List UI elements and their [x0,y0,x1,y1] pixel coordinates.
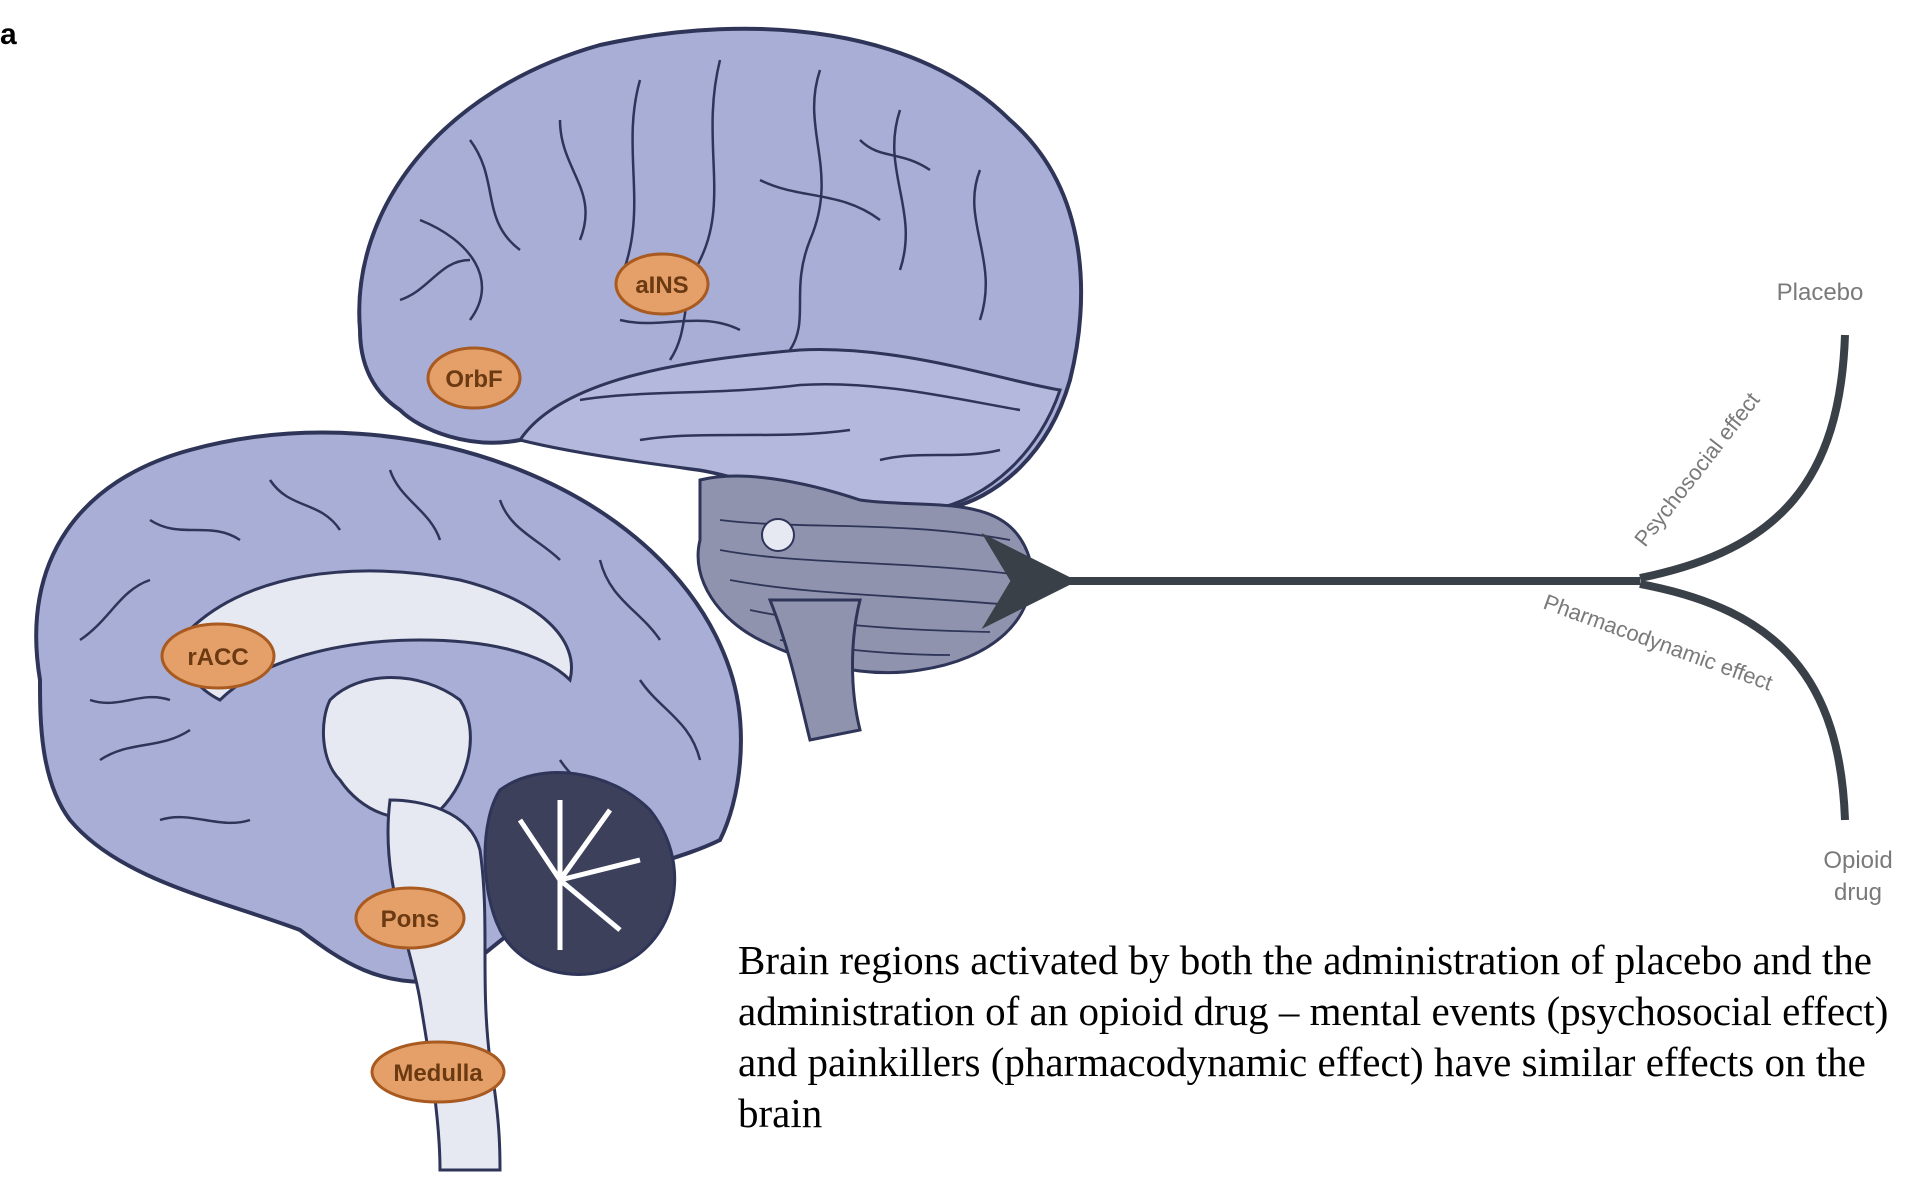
region-aINS: aINS [616,254,708,314]
psychosocial-branch [1640,335,1845,578]
region-Pons: Pons [356,888,464,948]
psychosocial-effect-label: Psychosocial effect [1629,388,1764,551]
pharmacodynamic-effect-label: Pharmacodynamic effect [1540,589,1776,695]
placebo-label: Placebo [1777,279,1864,306]
figure-caption: Brain regions activated by both the admi… [738,935,1918,1139]
region-label-rACC: rACC [187,644,248,671]
region-rACC: rACC [162,624,274,688]
opioid-label-line1: Opioid [1823,847,1892,874]
region-label-aINS: aINS [635,272,688,299]
region-OrbF: OrbF [428,348,520,408]
region-label-OrbF: OrbF [445,366,502,393]
region-label-Pons: Pons [381,906,440,933]
opioid-label-line2: drug [1834,879,1882,906]
region-Medulla: Medulla [372,1042,504,1102]
pharmacodynamic-branch [1640,584,1845,820]
region-label-Medulla: Medulla [393,1060,483,1087]
